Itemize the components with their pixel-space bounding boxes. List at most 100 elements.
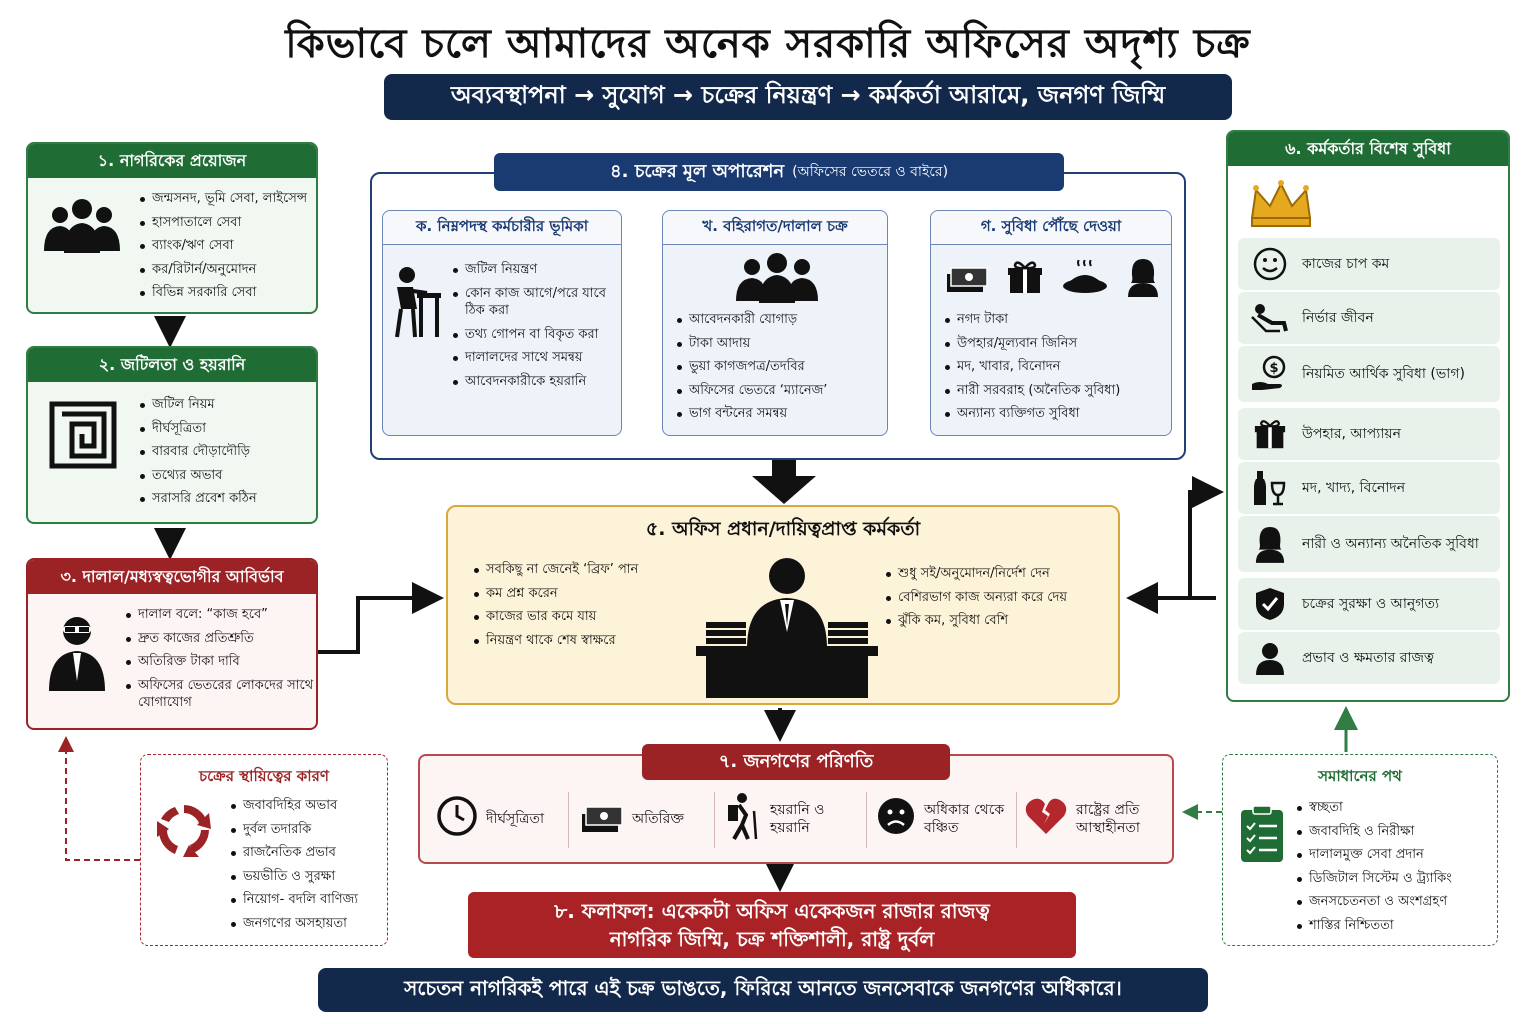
list-item: ঝুঁকি কম, সুবিধা বেশি	[884, 612, 1118, 630]
complexity-list: জটিল নিয়ম দীর্ঘসূত্রিতা বারবার দৌড়াদৌড…	[138, 396, 314, 514]
list-item: জনসচেতনতা ও অংশগ্রহণ	[1295, 893, 1495, 911]
privilege-text: উপহার, আপ্যায়ন	[1302, 425, 1401, 442]
list-item: জটিল নিয়ন্ত্রণ	[451, 261, 617, 279]
list-item: অন্যান্য ব্যক্তিগত সুবিধা	[943, 405, 1169, 423]
cycle-reasons-title: চক্রের স্থায়িত্বের কারণ	[199, 767, 329, 785]
complexity-box: ২. জটিলতা ও হয়রানি জটিল নিয়ম দীর্ঘসূত্…	[26, 346, 318, 524]
list-item: শাস্তির নিশ্চিততা	[1295, 917, 1495, 935]
list-item: জবাবদিহির অভাব	[229, 797, 385, 815]
public-consequence-title: ৭. জনগণের পরিণতি	[642, 744, 950, 780]
broker-list: দালাল বলে: “কাজ হবে” দ্রুত কাজের প্রতিশ্…	[124, 606, 314, 718]
list-item: ব্যাংক/ঋণ সেবা	[138, 237, 314, 255]
citizen-needs-list: জন্মসনদ, ভূমি সেবা, লাইসেন্স হাসপাতালে স…	[138, 190, 314, 308]
broken-heart-icon	[1024, 796, 1068, 841]
outside-broker-list: আবেদনকারী যোগাড় টাকা আদায় ভুয়া কাগজপত…	[675, 311, 883, 429]
list-item: কোন কাজ আগে/পরে যাবে ঠিক করা	[451, 285, 617, 320]
people-group-icon	[40, 190, 124, 260]
list-item: দালালদের সাথে সমন্বয়	[451, 349, 617, 367]
list-item: ভয়ভীতি ও সুরক্ষা	[229, 868, 385, 886]
privilege-row: উপহার, আপ্যায়ন	[1238, 408, 1500, 460]
privilege-text: প্রভাব ও ক্ষমতার রাজত্ব	[1302, 649, 1435, 666]
lower-staff-list: জটিল নিয়ন্ত্রণ কোন কাজ আগে/পরে যাবে ঠিক…	[451, 261, 617, 396]
list-item: জবাবদিহি ও নিরীক্ষা	[1295, 823, 1495, 841]
list-item: বিভিন্ন সরকারি সেবা	[138, 284, 314, 302]
consequence-item: অতিরিক্ত	[580, 784, 708, 854]
list-item: নগদ টাকা	[943, 311, 1169, 329]
list-item: কর/রিটার্ন/অনুমোদন	[138, 261, 314, 279]
list-item: অতিরিক্ত টাকা দাবি	[124, 653, 314, 671]
list-item: বেশিরভাগ কাজ অন্যরা করে দেয়	[884, 589, 1118, 607]
list-item: উপহার/মূল্যবান জিনিস	[943, 335, 1169, 353]
clerk-at-desk-icon	[391, 261, 443, 341]
list-item: রাজনৈতিক প্রভাব	[229, 844, 385, 862]
privilege-row: প্রভাব ও ক্ষমতার রাজত্ব	[1238, 632, 1500, 684]
core-operation-title-sub: (অফিসের ভেতরে ও বাইরে)	[792, 164, 949, 180]
outside-broker-title: খ. বহিরাগত/দালাল চক্র	[663, 211, 887, 245]
sad-face-icon	[876, 796, 916, 841]
cash-stack-icon	[943, 255, 991, 299]
shield-check-icon	[1238, 586, 1302, 622]
gift-icon	[1003, 255, 1047, 299]
list-item: দীর্ঘসূত্রিতা	[138, 420, 314, 438]
list-item: আবেদনকারীকে হয়রানি	[451, 373, 617, 391]
woman-icon	[1121, 255, 1165, 299]
subtitle-banner: অব্যবস্থাপনা → সুযোগ → চক্রের নিয়ন্ত্রণ…	[384, 74, 1232, 120]
consequence-text: অতিরিক্ত	[632, 810, 684, 827]
consequence-item: হয়রানি ও হয়রানি	[722, 784, 862, 854]
divider	[714, 792, 715, 848]
consequence-item: রাষ্ট্রের প্রতি আস্থাহীনতা	[1024, 784, 1168, 854]
privilege-text: চক্রের সুরক্ষা ও আনুগত্য	[1302, 595, 1440, 612]
list-item: নিয়োগ- বদলি বাণিজ্য	[229, 891, 385, 909]
consequence-item: দীর্ঘসূত্রিতা	[436, 784, 562, 854]
list-item: জন্মসনদ, ভূমি সেবা, লাইসেন্স	[138, 190, 314, 208]
footer-message: সচেতন নাগরিকই পারে এই চক্র ভাঙতে, ফিরিয়…	[318, 968, 1208, 1012]
food-dish-icon	[1059, 255, 1111, 299]
list-item: ডিজিটাল সিস্টেম ও ট্র্যাকিং	[1295, 870, 1495, 888]
list-item: কাজের ভার কমে যায়	[472, 608, 698, 626]
office-head-left-list: সবকিছু না জেনেই ‘ব্রিফ’ পান কম প্রশ্ন কর…	[472, 561, 698, 655]
maze-icon	[46, 398, 120, 472]
officer-privileges-title: ৬. কর্মকর্তার বিশেষ সুবিধা	[1228, 132, 1508, 166]
lower-staff-box: ক. নিম্নপদস্থ কর্মচারীর ভূমিকা জটিল নিয়…	[382, 210, 622, 436]
hiker-icon	[722, 791, 762, 846]
solutions-box: সমাধানের পথ স্বচ্ছতা জবাবদিহি ও নিরীক্ষা…	[1222, 754, 1498, 946]
list-item: নারী সরবরাহ (অনৈতিক সুবিধা)	[943, 382, 1169, 400]
cycle-reasons-box: চক্রের স্থায়িত্বের কারণ জবাবদিহির অভাব …	[140, 754, 388, 946]
outcome-banner: ৮. ফলাফল: একেকটা অফিস একেকজন রাজার রাজত্…	[468, 892, 1076, 958]
solutions-list: স্বচ্ছতা জবাবদিহি ও নিরীক্ষা দালালমুক্ত …	[1295, 799, 1495, 940]
consequence-text: হয়রানি ও হয়রানি	[770, 801, 825, 836]
complexity-title: ২. জটিলতা ও হয়রানি	[28, 348, 316, 382]
people-group-icon	[727, 249, 827, 305]
privilege-text: নারী ও অন্যান্য অনৈতিক সুবিধা	[1302, 535, 1479, 552]
list-item: দালালমুক্ত সেবা প্রদান	[1295, 846, 1495, 864]
privilege-text: নির্ভার জীবন	[1302, 309, 1374, 326]
list-item: নিয়ন্ত্রণ থাকে শেষ স্বাক্ষরে	[472, 632, 698, 650]
clock-icon	[436, 795, 478, 842]
checklist-icon	[1235, 801, 1289, 867]
core-operation-title: ৪. চক্রের মূল অপারেশন (অফিসের ভেতরে ও বা…	[494, 153, 1064, 191]
outcome-line-1: ৮. ফলাফল: একেকটা অফিস একেকজন রাজার রাজত্…	[554, 899, 990, 923]
core-operation-title-main: ৪. চক্রের মূল অপারেশন	[609, 160, 785, 182]
broker-title: ৩. দালাল/মধ্যস্বত্বভোগীর আবির্ভাব	[28, 560, 316, 594]
divider	[866, 792, 867, 848]
list-item: মদ, খাবার, বিনোদন	[943, 358, 1169, 376]
solutions-title: সমাধানের পথ	[1318, 767, 1402, 785]
office-head-right-list: শুধু সই/অনুমোদন/নির্দেশ দেন বেশিরভাগ কাজ…	[884, 565, 1118, 636]
list-item: আবেদনকারী যোগাড়	[675, 311, 883, 329]
list-item: ভুয়া কাগজপত্র/তদবির	[675, 358, 883, 376]
consequence-text: অধিকার থেকে বঞ্চিত	[924, 801, 1005, 836]
outside-broker-box: খ. বহিরাগত/দালাল চক্র আবেদনকারী যোগাড় ট…	[662, 210, 888, 436]
privilege-text: মদ, খাদ্য, বিনোদন	[1302, 479, 1406, 496]
privilege-text: নিয়মিত আর্থিক সুবিধা (ভাগ)	[1302, 365, 1465, 382]
list-item: শুধু সই/অনুমোদন/নির্দেশ দেন	[884, 565, 1118, 583]
person-icon	[1238, 641, 1302, 675]
list-item: দুর্বল তদারকি	[229, 821, 385, 839]
list-item: বারবার দৌড়াদৌড়ি	[138, 443, 314, 461]
list-item: তথ্য গোপন বা বিকৃত করা	[451, 326, 617, 344]
gift-icon	[1238, 418, 1302, 450]
page-title: কিভাবে চলে আমাদের অনেক সরকারি অফিসের অদৃ…	[285, 21, 1251, 67]
office-head-title: ৫. অফিস প্রধান/দায়িত্বপ্রাপ্ত কর্মকর্তা	[645, 518, 921, 540]
list-item: হাসপাতালে সেবা	[138, 214, 314, 232]
privilege-row: কাজের চাপ কম	[1238, 238, 1500, 290]
list-item: দ্রুত কাজের প্রতিশ্রুতি	[124, 630, 314, 648]
